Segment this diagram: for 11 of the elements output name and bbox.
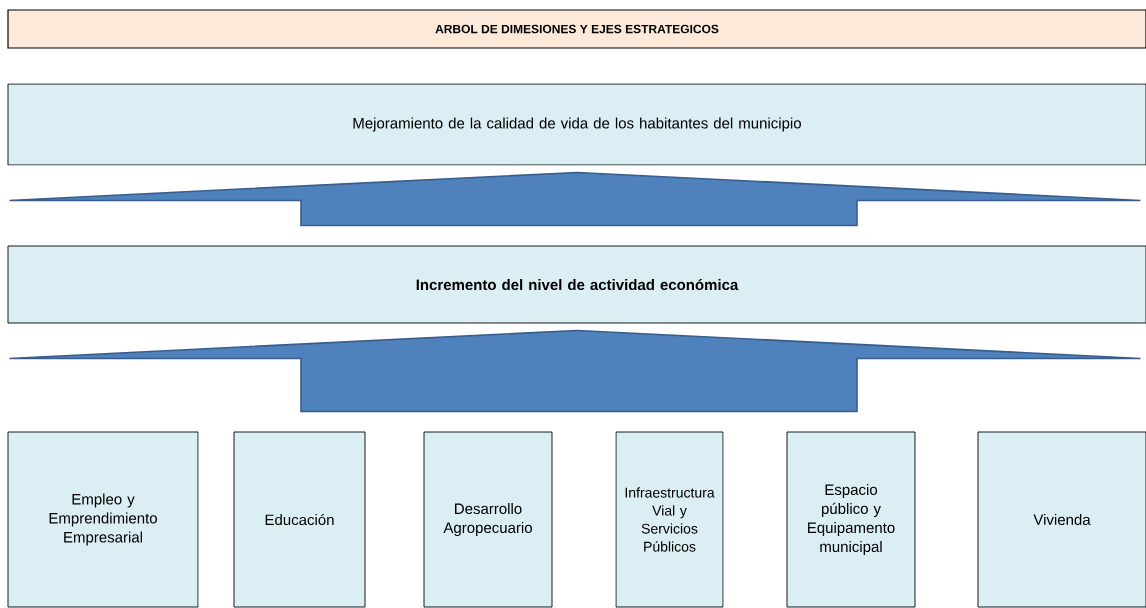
text-box: Educación: [233, 431, 366, 608]
text-box: Incremento del nivel de actividad económica: [7, 245, 1146, 324]
wide-arrow: [8, 329, 1142, 413]
text-box: Infraestructura Vial y Servicios Públicos: [615, 431, 724, 608]
wide-arrow: [8, 171, 1142, 227]
text-box: Espacio público y Equipamento municipal: [786, 431, 916, 608]
title-band: ARBOL DE DIMESIONES Y EJES ESTRATEGICOS: [7, 9, 1146, 49]
text-box: Empleo y Emprendimiento Empresarial: [7, 431, 199, 608]
text-box: Desarrollo Agropecuario: [423, 431, 553, 608]
text-box: Vivienda: [977, 431, 1146, 608]
text-box: Mejoramiento de la calidad de vida de los habitantes del municipio: [7, 83, 1146, 166]
